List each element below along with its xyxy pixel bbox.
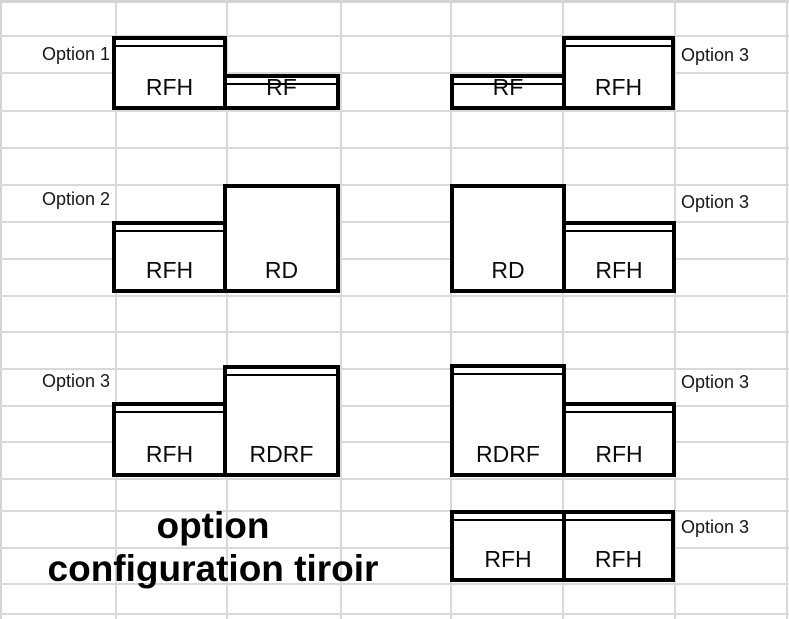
shape-label-rfh: RFH — [594, 546, 643, 572]
double-line — [454, 83, 562, 85]
shape-label-rfh: RFH — [484, 546, 532, 572]
option-1-label: Option 1 — [41, 44, 110, 64]
gridline-row — [0, 221, 789, 223]
shape-rfh[interactable]: RFH — [562, 221, 676, 293]
option-3-label: Option 3 — [41, 371, 110, 391]
option-3-label: Option 3 — [681, 372, 750, 392]
shape-label-rd: RD — [491, 257, 525, 283]
shape-label-rdrf: RDRF — [249, 441, 314, 467]
shape-rdrf[interactable]: RDRF — [223, 365, 340, 477]
shape-rdrf[interactable]: RDRF — [450, 364, 566, 477]
shape-rf[interactable]: RF — [223, 74, 340, 110]
shape-rd[interactable]: RD — [223, 184, 340, 293]
shape-label-rf: RF — [492, 74, 524, 100]
gridline-row — [0, 331, 789, 333]
gridline-row — [0, 583, 789, 585]
gridline-left-edge — [0, 0, 2, 619]
shape-label-rfh: RFH — [145, 441, 194, 467]
double-line — [116, 230, 223, 232]
option-3-label: Option 3 — [681, 192, 750, 212]
shape-rfh[interactable]: RFH — [112, 402, 227, 477]
gridline-row — [0, 147, 789, 149]
option-2-label: Option 2 — [41, 189, 110, 209]
shape-label-rfh: RFH — [594, 74, 643, 100]
gridline-column — [562, 0, 564, 619]
gridline-row — [0, 613, 789, 615]
gridline-row — [0, 184, 789, 186]
shape-rf[interactable]: RF — [450, 74, 566, 110]
shape-rfh[interactable]: RFH — [450, 510, 566, 582]
double-line — [566, 45, 671, 47]
gridline-column — [340, 0, 342, 619]
gridline-column — [786, 0, 788, 619]
gridline-row — [0, 405, 789, 407]
shape-label-rfh: RFH — [595, 257, 643, 283]
double-line — [116, 45, 223, 47]
gridline-column — [115, 0, 117, 619]
gridline-column — [226, 0, 228, 619]
gridline-column — [450, 0, 452, 619]
double-line — [566, 411, 672, 413]
gridline-row — [0, 368, 789, 370]
shape-label-rfh: RFH — [145, 257, 194, 283]
shape-rfh[interactable]: RFH — [112, 36, 227, 110]
gridline-row — [0, 510, 789, 512]
gridline-row — [0, 35, 789, 37]
caption-line2: configuration tiroir — [47, 548, 379, 589]
double-line — [454, 519, 562, 521]
shape-label-rdrf: RDRF — [476, 441, 540, 467]
gridline-row — [0, 441, 789, 443]
shape-rfh[interactable]: RFH — [112, 221, 227, 293]
gridline-row — [0, 295, 789, 297]
gridline-row — [0, 258, 789, 260]
shape-rd[interactable]: RD — [450, 184, 566, 293]
double-line — [566, 230, 672, 232]
double-line — [454, 373, 562, 375]
double-line — [227, 374, 336, 376]
caption: option configuration tiroir — [40, 504, 386, 590]
shape-rfh[interactable]: RFH — [562, 36, 675, 110]
gridline-row — [0, 478, 789, 480]
gridline-top-edge — [0, 0, 789, 3]
option-3-label: Option 3 — [681, 45, 750, 65]
caption-line1: option — [156, 505, 270, 546]
double-line — [227, 83, 336, 85]
gridline-row — [0, 547, 789, 549]
shape-label-rfh: RFH — [595, 441, 643, 467]
double-line — [566, 519, 671, 521]
shape-rfh[interactable]: RFH — [562, 510, 675, 582]
gridline-row — [0, 72, 789, 74]
double-line — [116, 411, 223, 413]
shape-label-rf: RF — [266, 74, 297, 100]
gridline-row — [0, 110, 789, 112]
gridline-column — [674, 0, 676, 619]
shape-rfh[interactable]: RFH — [562, 402, 676, 477]
shape-label-rfh: RFH — [145, 74, 194, 100]
shape-label-rd: RD — [264, 257, 299, 283]
option-3-label: Option 3 — [681, 517, 750, 537]
